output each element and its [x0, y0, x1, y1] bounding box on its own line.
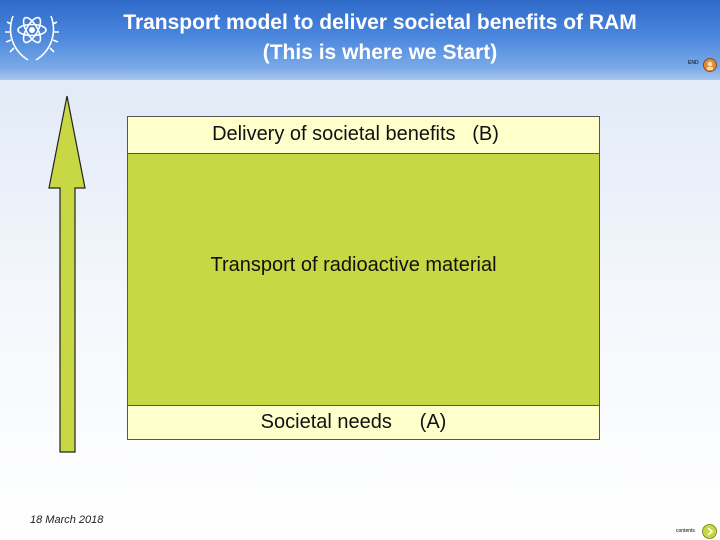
slide-header: Transport model to deliver societal bene… — [0, 0, 720, 80]
slide-title: Transport model to deliver societal bene… — [80, 8, 680, 68]
contents-button-icon[interactable] — [702, 524, 717, 539]
needs-band: Societal needs (A) — [128, 405, 599, 439]
up-arrow-icon — [48, 95, 86, 453]
end-link[interactable]: END — [688, 60, 699, 66]
slide-date: 18 March 2018 — [30, 514, 104, 526]
end-button-icon[interactable] — [703, 58, 717, 72]
title-line-1: Transport model to deliver societal bene… — [123, 11, 637, 34]
transport-model-box: Delivery of societal benefits (B) Transp… — [127, 116, 600, 440]
needs-label: Societal needs (A) — [260, 411, 447, 433]
benefits-label: Delivery of societal benefits (B) — [212, 123, 499, 145]
contents-link[interactable]: contents — [676, 528, 695, 534]
title-line-2: (This is where we Start) — [262, 41, 498, 64]
benefits-band: Delivery of societal benefits (B) — [128, 117, 599, 154]
transport-label: Transport of radioactive material — [210, 254, 497, 276]
iaea-logo-icon — [5, 15, 59, 61]
